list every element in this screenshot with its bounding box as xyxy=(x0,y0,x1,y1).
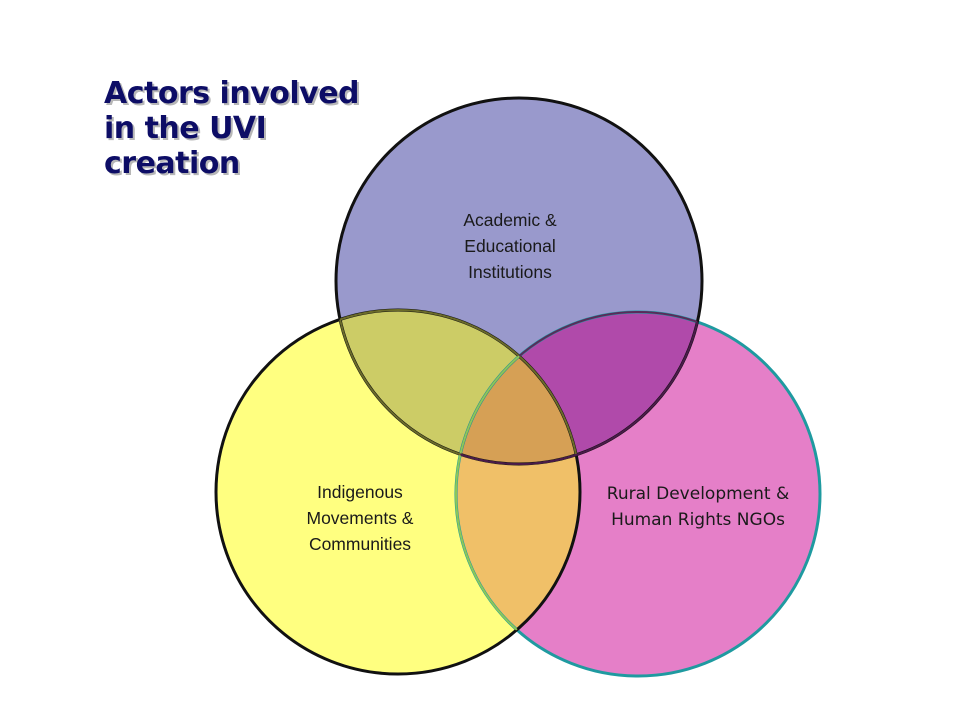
ngos-inner-outline xyxy=(455,311,702,464)
ngos-label: Rural Development & Human Rights NGOs xyxy=(606,484,790,530)
indigenous-inner-outline xyxy=(336,309,581,464)
indigenous-label: Indigenous Movements & Communities xyxy=(306,482,414,554)
academic-inner-outline-right xyxy=(456,312,703,465)
slide-title: Actors involved in the UVI creation xyxy=(104,76,360,181)
academic-label: Academic & Educational Institutions xyxy=(463,210,557,282)
overlap-all-three xyxy=(456,312,580,464)
ngos-inner-outline-left xyxy=(455,311,580,674)
